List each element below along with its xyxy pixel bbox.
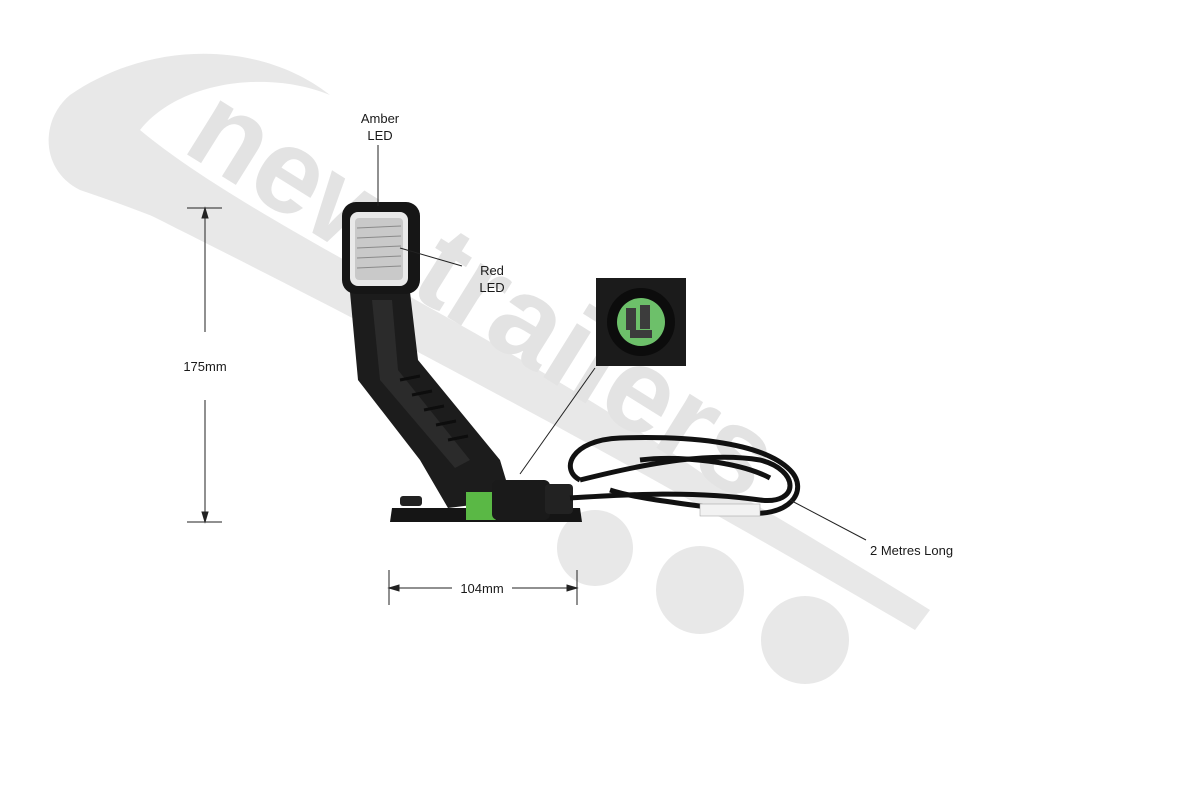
red-led-label-line2: LED — [479, 280, 505, 295]
width-dimension-label: 104mm — [460, 581, 504, 596]
leader-lines — [377, 145, 867, 541]
red-led-label: Red LED — [470, 262, 514, 296]
amber-led-label: Amber LED — [352, 110, 408, 144]
width-dimension — [387, 570, 579, 605]
height-dimension — [187, 206, 222, 524]
connector-inset-photo — [596, 278, 686, 366]
amber-led-label-line2: LED — [367, 128, 393, 143]
amber-led-label-line1: Amber — [360, 111, 400, 126]
red-led-label-line1: Red — [480, 263, 504, 278]
height-dimension-label: 175mm — [183, 359, 227, 374]
cable-length-label: 2 Metres Long — [870, 543, 954, 558]
marker-lamp — [342, 202, 801, 522]
